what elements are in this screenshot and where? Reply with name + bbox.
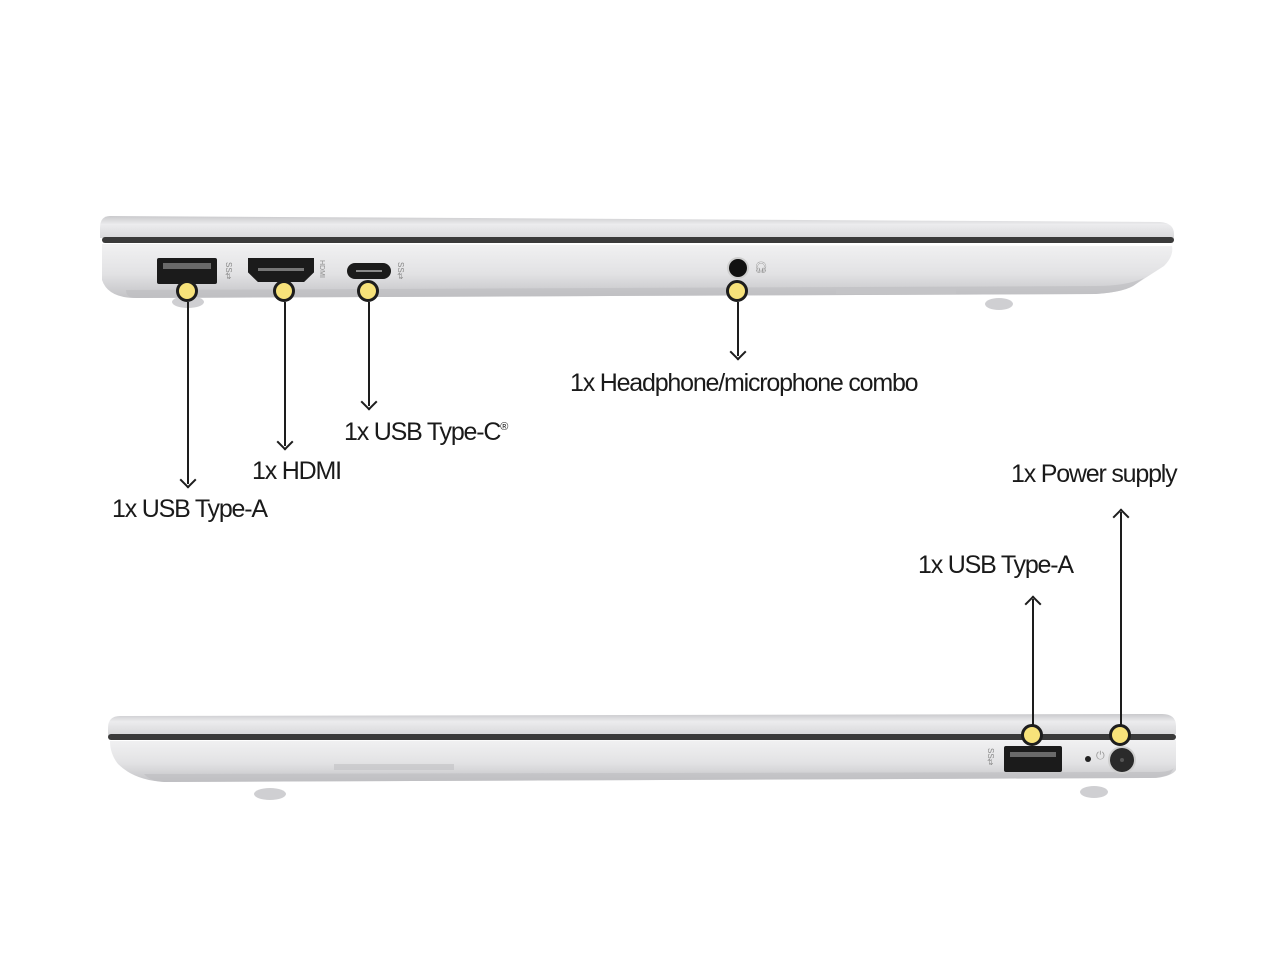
laptop-right-side-view [104, 708, 1182, 808]
callout-line [1032, 599, 1034, 726]
port-label-usb-c: 1x USB Type-C® [344, 418, 508, 447]
hdmi-port-icon [248, 258, 314, 282]
callout-dot-usb-a-left [176, 280, 198, 302]
arrow-down-icon [179, 471, 197, 489]
power-jack-icon [1110, 748, 1134, 772]
usb-ss-marking-icon: SS⇄ [224, 262, 233, 280]
headphone-marking-icon: 🎧︎ [754, 262, 768, 274]
port-label-hdmi: 1x HDMI [252, 457, 342, 485]
usb-a-port-icon [1004, 746, 1062, 772]
callout-dot-hdmi [273, 280, 295, 302]
registered-mark: ® [500, 421, 509, 433]
callout-line [1120, 512, 1122, 726]
callout-dot-audio [726, 280, 748, 302]
port-label-power: 1x Power supply [1011, 460, 1178, 488]
arrow-down-icon [276, 433, 294, 451]
arrow-down-icon [729, 343, 747, 361]
port-label-usb-a-right: 1x USB Type-A [918, 551, 1074, 579]
port-label-audio: 1x Headphone/microphone combo [570, 369, 919, 397]
port-label-text: 1x USB Type-C [344, 418, 501, 446]
power-plug-marking-icon: ⏻ [1096, 750, 1105, 762]
power-led-icon [1085, 756, 1091, 762]
callout-line [737, 302, 739, 356]
headphone-jack-icon [729, 259, 747, 277]
usb-ss-marking-icon: SS⇄ [986, 748, 995, 766]
callout-dot-power [1109, 724, 1131, 746]
callout-line [284, 302, 286, 446]
callout-line [368, 302, 370, 406]
usb-c-port-icon [347, 263, 391, 279]
hdmi-marking-icon: HDMI [318, 260, 325, 278]
callout-line [187, 302, 189, 484]
port-label-usb-a-left: 1x USB Type-A [112, 495, 268, 523]
usb-a-port-icon [157, 258, 217, 284]
callout-dot-usb-c [357, 280, 379, 302]
callout-dot-usb-a-right [1021, 724, 1043, 746]
usb-ss-marking-icon: SS⇄ [396, 262, 405, 280]
arrow-down-icon [360, 393, 378, 411]
